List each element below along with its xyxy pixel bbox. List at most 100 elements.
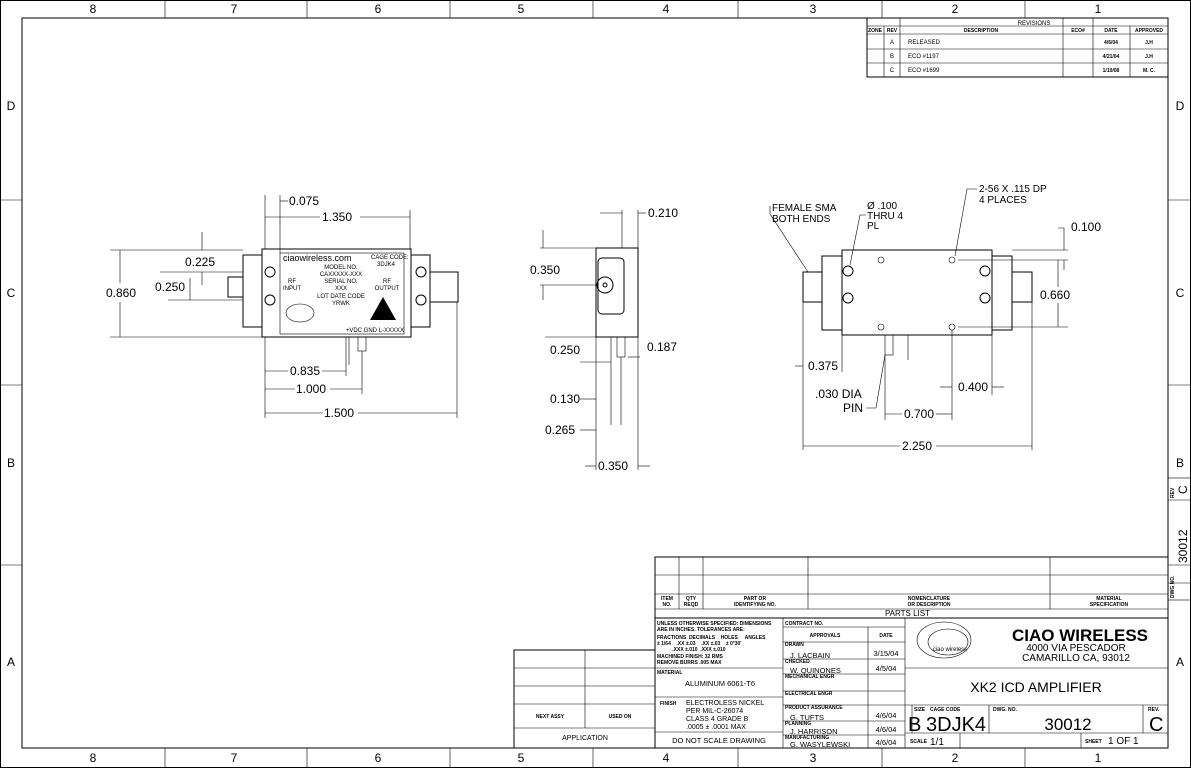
label-model-value: CAXXXXX-XXX bbox=[320, 272, 362, 278]
note-pin: PIN bbox=[843, 401, 863, 415]
tol-line: FRACTIONS DECIMALS HOLES ANGLES bbox=[657, 635, 766, 641]
tol-line: .XXX ±.010 .XXX ±.010 bbox=[657, 647, 726, 653]
parts-header-part: PART OR bbox=[744, 596, 767, 602]
dim-0-250: 0.250 bbox=[155, 280, 185, 294]
revisions-title: REVISIONS bbox=[1018, 21, 1051, 27]
application-block: NEXT ASSY USED ON APPLICATION bbox=[513, 649, 656, 749]
dim-0-860: 0.860 bbox=[106, 286, 136, 300]
label-serial: SERIAL NO. bbox=[324, 279, 358, 285]
dim-0-400: 0.400 bbox=[958, 380, 988, 394]
revision-description: ECO #1197 bbox=[908, 54, 940, 60]
do-not-scale-note: DO NOT SCALE DRAWING bbox=[672, 736, 766, 745]
label-cage: CAGE CODE: bbox=[371, 255, 409, 261]
row-marker: D bbox=[1176, 99, 1185, 113]
next-assy-label: NEXT ASSY bbox=[536, 714, 565, 720]
column-marker: 5 bbox=[518, 2, 525, 16]
approval-name: J. LACBAIN bbox=[790, 651, 830, 660]
approval-date: 4/6/04 bbox=[876, 738, 897, 747]
dim-0-130: 0.130 bbox=[550, 392, 580, 406]
drawing-title: XK2 ICD AMPLIFIER bbox=[970, 679, 1101, 695]
approval-role: PLANNING bbox=[785, 721, 811, 727]
label-model: MODEL NO. bbox=[324, 265, 358, 271]
note-female-sma: FEMALE SMA bbox=[772, 203, 837, 214]
dim-0-700: 0.700 bbox=[904, 407, 934, 421]
revisions-table: REVISIONS ZONE REV DESCRIPTION ECO# DATE… bbox=[866, 17, 1169, 78]
note-4-places: 4 PLACES bbox=[979, 195, 1027, 206]
dim-0-075: 0.075 bbox=[289, 194, 319, 208]
parts-header-item-2: NO. bbox=[663, 602, 673, 608]
ciao-wireless-logo: ciao wireless bbox=[916, 621, 972, 659]
label-rf-output: RF bbox=[383, 279, 391, 285]
row-marker: C bbox=[1176, 286, 1185, 300]
dim-0-210: 0.210 bbox=[648, 206, 678, 220]
dim-0-225: 0.225 bbox=[185, 255, 215, 269]
column-marker: 2 bbox=[952, 2, 959, 16]
esd-warning-icon bbox=[370, 297, 396, 320]
margin-rev-label: REV bbox=[1170, 487, 1176, 498]
rev-label: REV. bbox=[1148, 707, 1160, 713]
row-marker: B bbox=[1176, 456, 1184, 470]
company-address-2: CAMARILLO CA, 93012 bbox=[1022, 653, 1130, 664]
dim-1-500: 1.500 bbox=[324, 406, 354, 420]
parts-header-nomenclature: NOMENCLATURE bbox=[908, 596, 951, 602]
scale-label: SCALE bbox=[910, 739, 928, 745]
used-on-label: USED ON bbox=[609, 714, 632, 720]
parts-header-part-2: IDENTIFYING NO. bbox=[734, 602, 777, 608]
label-cage-value: 3DJK4 bbox=[377, 262, 396, 268]
label-rf-output-2: OUTPUT bbox=[375, 286, 400, 292]
column-marker: 6 bbox=[375, 751, 382, 765]
row-marker: D bbox=[7, 99, 16, 113]
approvals-date-header: DATE bbox=[879, 633, 893, 639]
column-marker: 8 bbox=[90, 2, 97, 16]
note-thru: THRU 4 bbox=[867, 211, 904, 222]
scale-value: 1/1 bbox=[930, 737, 944, 748]
bottom-view: FEMALE SMA BOTH ENDS Ø .100 THRU 4 PL 2-… bbox=[769, 184, 1101, 453]
approval-role: DRAWN bbox=[785, 642, 804, 648]
column-marker: 8 bbox=[90, 751, 97, 765]
dim-0-375: 0.375 bbox=[808, 359, 838, 373]
label-rf-input: RF bbox=[288, 279, 296, 285]
parts-header-qty: QTY bbox=[686, 596, 697, 602]
column-marker: 1 bbox=[1095, 751, 1102, 765]
finish-line: ELECTROLESS NICKEL bbox=[686, 700, 764, 707]
revision-approved: J.H bbox=[1145, 54, 1153, 60]
dim-0-350-horizontal: 0.350 bbox=[598, 459, 628, 473]
rev-header-description: DESCRIPTION bbox=[964, 28, 999, 34]
rev-header-zone: ZONE bbox=[868, 28, 883, 34]
finish-label: FINISH bbox=[660, 701, 677, 707]
revision-approved: J.H bbox=[1145, 40, 1153, 46]
parts-header-item: ITEM bbox=[661, 596, 673, 602]
company-address-1: 4000 VIA PESCADOR bbox=[1026, 643, 1126, 654]
column-marker: 2 bbox=[952, 751, 959, 765]
logo-text: ciao wireless bbox=[933, 647, 967, 653]
contract-no-label: CONTRACT NO. bbox=[785, 621, 824, 627]
note-pl: PL bbox=[867, 221, 880, 232]
column-marker: 7 bbox=[231, 751, 238, 765]
tol-line: MACHINED FINISH: 32 RMS bbox=[657, 654, 724, 660]
approval-name: W. QUINONES bbox=[790, 666, 841, 675]
title-block: ITEM NO. QTY REQD PART OR IDENTIFYING NO… bbox=[654, 556, 1169, 749]
parts-list-title: PARTS LIST bbox=[885, 609, 930, 618]
approval-role: CHECKED bbox=[785, 659, 810, 665]
ciao-logo-icon bbox=[285, 303, 315, 323]
rev-header-eco: ECO# bbox=[1071, 28, 1085, 34]
row-marker: A bbox=[7, 655, 15, 669]
margin-dwg-block: REV C DWG NO. 30012 bbox=[1167, 477, 1191, 601]
cage-code-label: CAGE CODE bbox=[930, 707, 961, 713]
approval-date: 4/5/04 bbox=[876, 664, 897, 673]
size-value: B bbox=[908, 714, 921, 736]
tol-line: ARE IN INCHES. TOLERANCES ARE: bbox=[657, 627, 745, 633]
dim-2-250: 2.250 bbox=[902, 439, 932, 453]
dim-0-100: 0.100 bbox=[1071, 220, 1101, 234]
column-marker: 3 bbox=[810, 751, 817, 765]
revision-rev: A bbox=[890, 40, 894, 46]
label-website: ciaowireless.com bbox=[283, 253, 352, 263]
dim-0-660: 0.660 bbox=[1040, 288, 1070, 302]
parts-header-material-2: SPECIFICATION bbox=[1090, 602, 1129, 608]
finish-line: PER MIL-C-26074 bbox=[686, 708, 743, 715]
label-serial-value: XXX bbox=[335, 286, 347, 292]
revision-date: 4/21/04 bbox=[1103, 54, 1120, 60]
dim-0-250-side: 0.250 bbox=[550, 343, 580, 357]
material-value: ALUMINUM 6061-T6 bbox=[685, 679, 755, 688]
